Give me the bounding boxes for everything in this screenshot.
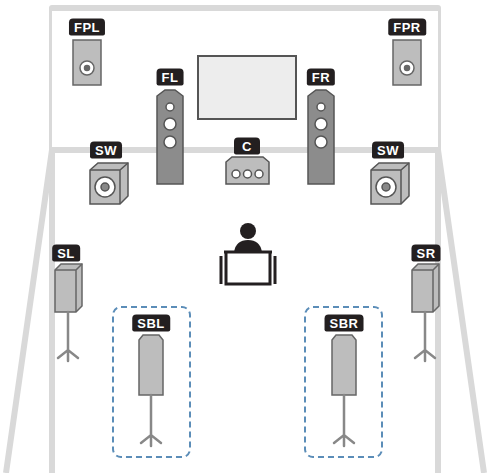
speaker-label: SBL <box>132 315 170 332</box>
tower-speaker-right <box>308 90 334 184</box>
center-speaker-body <box>226 157 269 184</box>
stand-leg <box>415 312 435 361</box>
front-wall <box>52 8 438 473</box>
speaker-name: SBL <box>137 316 165 331</box>
presence-speaker <box>73 40 421 85</box>
subwoofer-left <box>90 163 128 204</box>
box-edge <box>412 264 439 312</box>
speaker-cone <box>166 103 174 111</box>
speaker-cone <box>95 177 115 197</box>
room-outline <box>6 8 484 473</box>
speaker-cone <box>232 170 240 178</box>
speaker-name: FL <box>162 70 179 85</box>
speaker-label: FL <box>157 69 184 86</box>
speaker-name: SW <box>95 143 117 158</box>
speaker-label: SBR <box>325 315 364 332</box>
speaker-label: SL <box>52 245 80 262</box>
speaker-cone <box>400 61 414 75</box>
subwoofer <box>90 163 409 204</box>
speaker-cone <box>315 136 327 148</box>
listener-body <box>234 240 262 252</box>
subwoofer-right <box>371 163 409 204</box>
tv-screen <box>198 56 296 119</box>
listener-head <box>240 223 256 239</box>
surround-back-group <box>113 307 382 457</box>
box-edge <box>371 163 409 204</box>
dashed-group-left <box>113 307 190 457</box>
speaker-label: FPR <box>388 19 426 36</box>
center-speaker <box>226 157 269 184</box>
surround-back-right <box>332 335 356 395</box>
box-edge <box>90 163 128 204</box>
speaker-cone <box>80 61 94 75</box>
side-walls <box>6 150 484 473</box>
speaker-label: SR <box>411 245 440 262</box>
surround-speaker-left <box>55 264 82 312</box>
speaker-cone <box>164 118 176 130</box>
speaker-cone <box>382 183 390 191</box>
speaker-stand <box>58 312 435 446</box>
stand-leg <box>334 395 354 446</box>
speaker-cone <box>317 103 325 111</box>
surround-back-left <box>139 335 163 395</box>
speaker-label: SW <box>372 142 404 159</box>
wall-fill <box>52 11 438 147</box>
speaker-name: SL <box>57 246 75 261</box>
presence-speaker-right <box>393 40 421 85</box>
speaker-label: FR <box>307 69 335 86</box>
speaker-label: C <box>234 138 260 155</box>
speaker-name: C <box>239 139 255 154</box>
speaker-name: SBR <box>330 316 359 331</box>
dashed-group-right <box>305 307 382 457</box>
tower-speaker-left <box>157 90 183 184</box>
speaker-cone <box>244 170 252 178</box>
speaker-name: FR <box>312 70 330 85</box>
surround-speaker-right <box>412 264 439 312</box>
speaker-cone <box>164 136 176 148</box>
box-edge <box>55 264 82 312</box>
speaker-name: FPR <box>393 20 421 35</box>
speaker-cone <box>376 177 396 197</box>
stand-leg <box>141 395 161 446</box>
speaker-cone <box>255 170 263 178</box>
tower-speaker <box>157 90 334 184</box>
speaker-name: SR <box>416 246 435 261</box>
listener-chair <box>221 252 275 284</box>
stand-leg <box>58 312 78 361</box>
listener <box>221 223 275 284</box>
speaker-name: FPL <box>74 20 100 35</box>
speaker-cone <box>405 66 410 71</box>
surround-back-speaker <box>139 335 356 395</box>
surround-speaker <box>55 264 439 312</box>
speaker-name: SW <box>377 143 399 158</box>
speaker-cone <box>315 118 327 130</box>
speaker-label: FPL <box>69 19 105 36</box>
speaker-cone <box>85 66 90 71</box>
speaker-label: SW <box>90 142 122 159</box>
presence-speaker-left <box>73 40 101 85</box>
speaker-cone <box>101 183 109 191</box>
